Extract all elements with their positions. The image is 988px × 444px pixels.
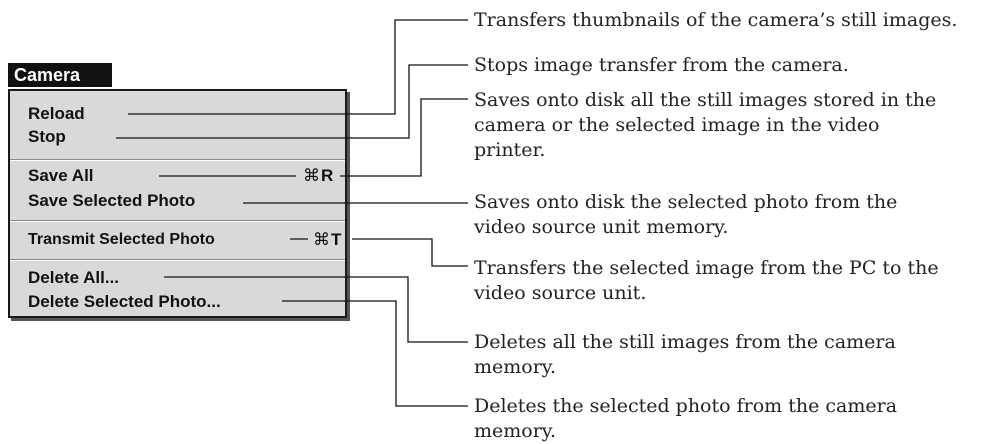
transmit-shortcut: ⌘T xyxy=(313,230,341,250)
leader-line-stop xyxy=(116,64,468,139)
shortcut-key: R xyxy=(321,166,334,185)
command-key-icon: ⌘ xyxy=(303,166,320,185)
menu-separator xyxy=(10,159,345,161)
menu-title[interactable]: Camera xyxy=(8,63,112,87)
description-delete-all: Deletes all the still images from the ca… xyxy=(474,331,896,378)
shortcut-key: T xyxy=(331,230,342,249)
description-save-selected-photo: Saves onto disk the selected photo from … xyxy=(474,191,898,238)
leader-line-save-all xyxy=(159,98,468,177)
leader-line-transmit xyxy=(290,238,468,267)
menu-item-delete-selected-photo[interactable]: Delete Selected Photo... xyxy=(28,292,221,311)
menu-item-delete-all[interactable]: Delete All... xyxy=(28,268,120,287)
description-stop: Stops image transfer from the camera. xyxy=(474,54,849,76)
command-key-icon: ⌘ xyxy=(313,230,330,249)
menu-separator xyxy=(10,220,345,222)
menu-item-transmit-selected-photo[interactable]: Transmit Selected Photo xyxy=(28,231,215,248)
menu-separator xyxy=(10,259,345,261)
menu-item-stop[interactable]: Stop xyxy=(28,127,66,146)
leader-line-reload xyxy=(128,19,468,115)
menu-item-save-selected-photo[interactable]: Save Selected Photo xyxy=(28,191,196,210)
description-transmit: Transfers the selected image from the PC… xyxy=(474,257,939,304)
description-reload: Transfers thumbnails of the camera’s sti… xyxy=(474,9,958,31)
leader-line-delete-selected-photo xyxy=(282,300,468,407)
save-all-shortcut: ⌘R xyxy=(303,166,333,186)
description-delete-selected-photo: Deletes the selected photo from the came… xyxy=(474,395,898,442)
description-save-all: Saves onto disk all the still images sto… xyxy=(474,89,937,161)
leader-line-delete-all xyxy=(164,276,468,343)
menu-item-save-all[interactable]: Save All xyxy=(28,166,94,185)
menu-item-reload[interactable]: Reload xyxy=(28,104,85,123)
